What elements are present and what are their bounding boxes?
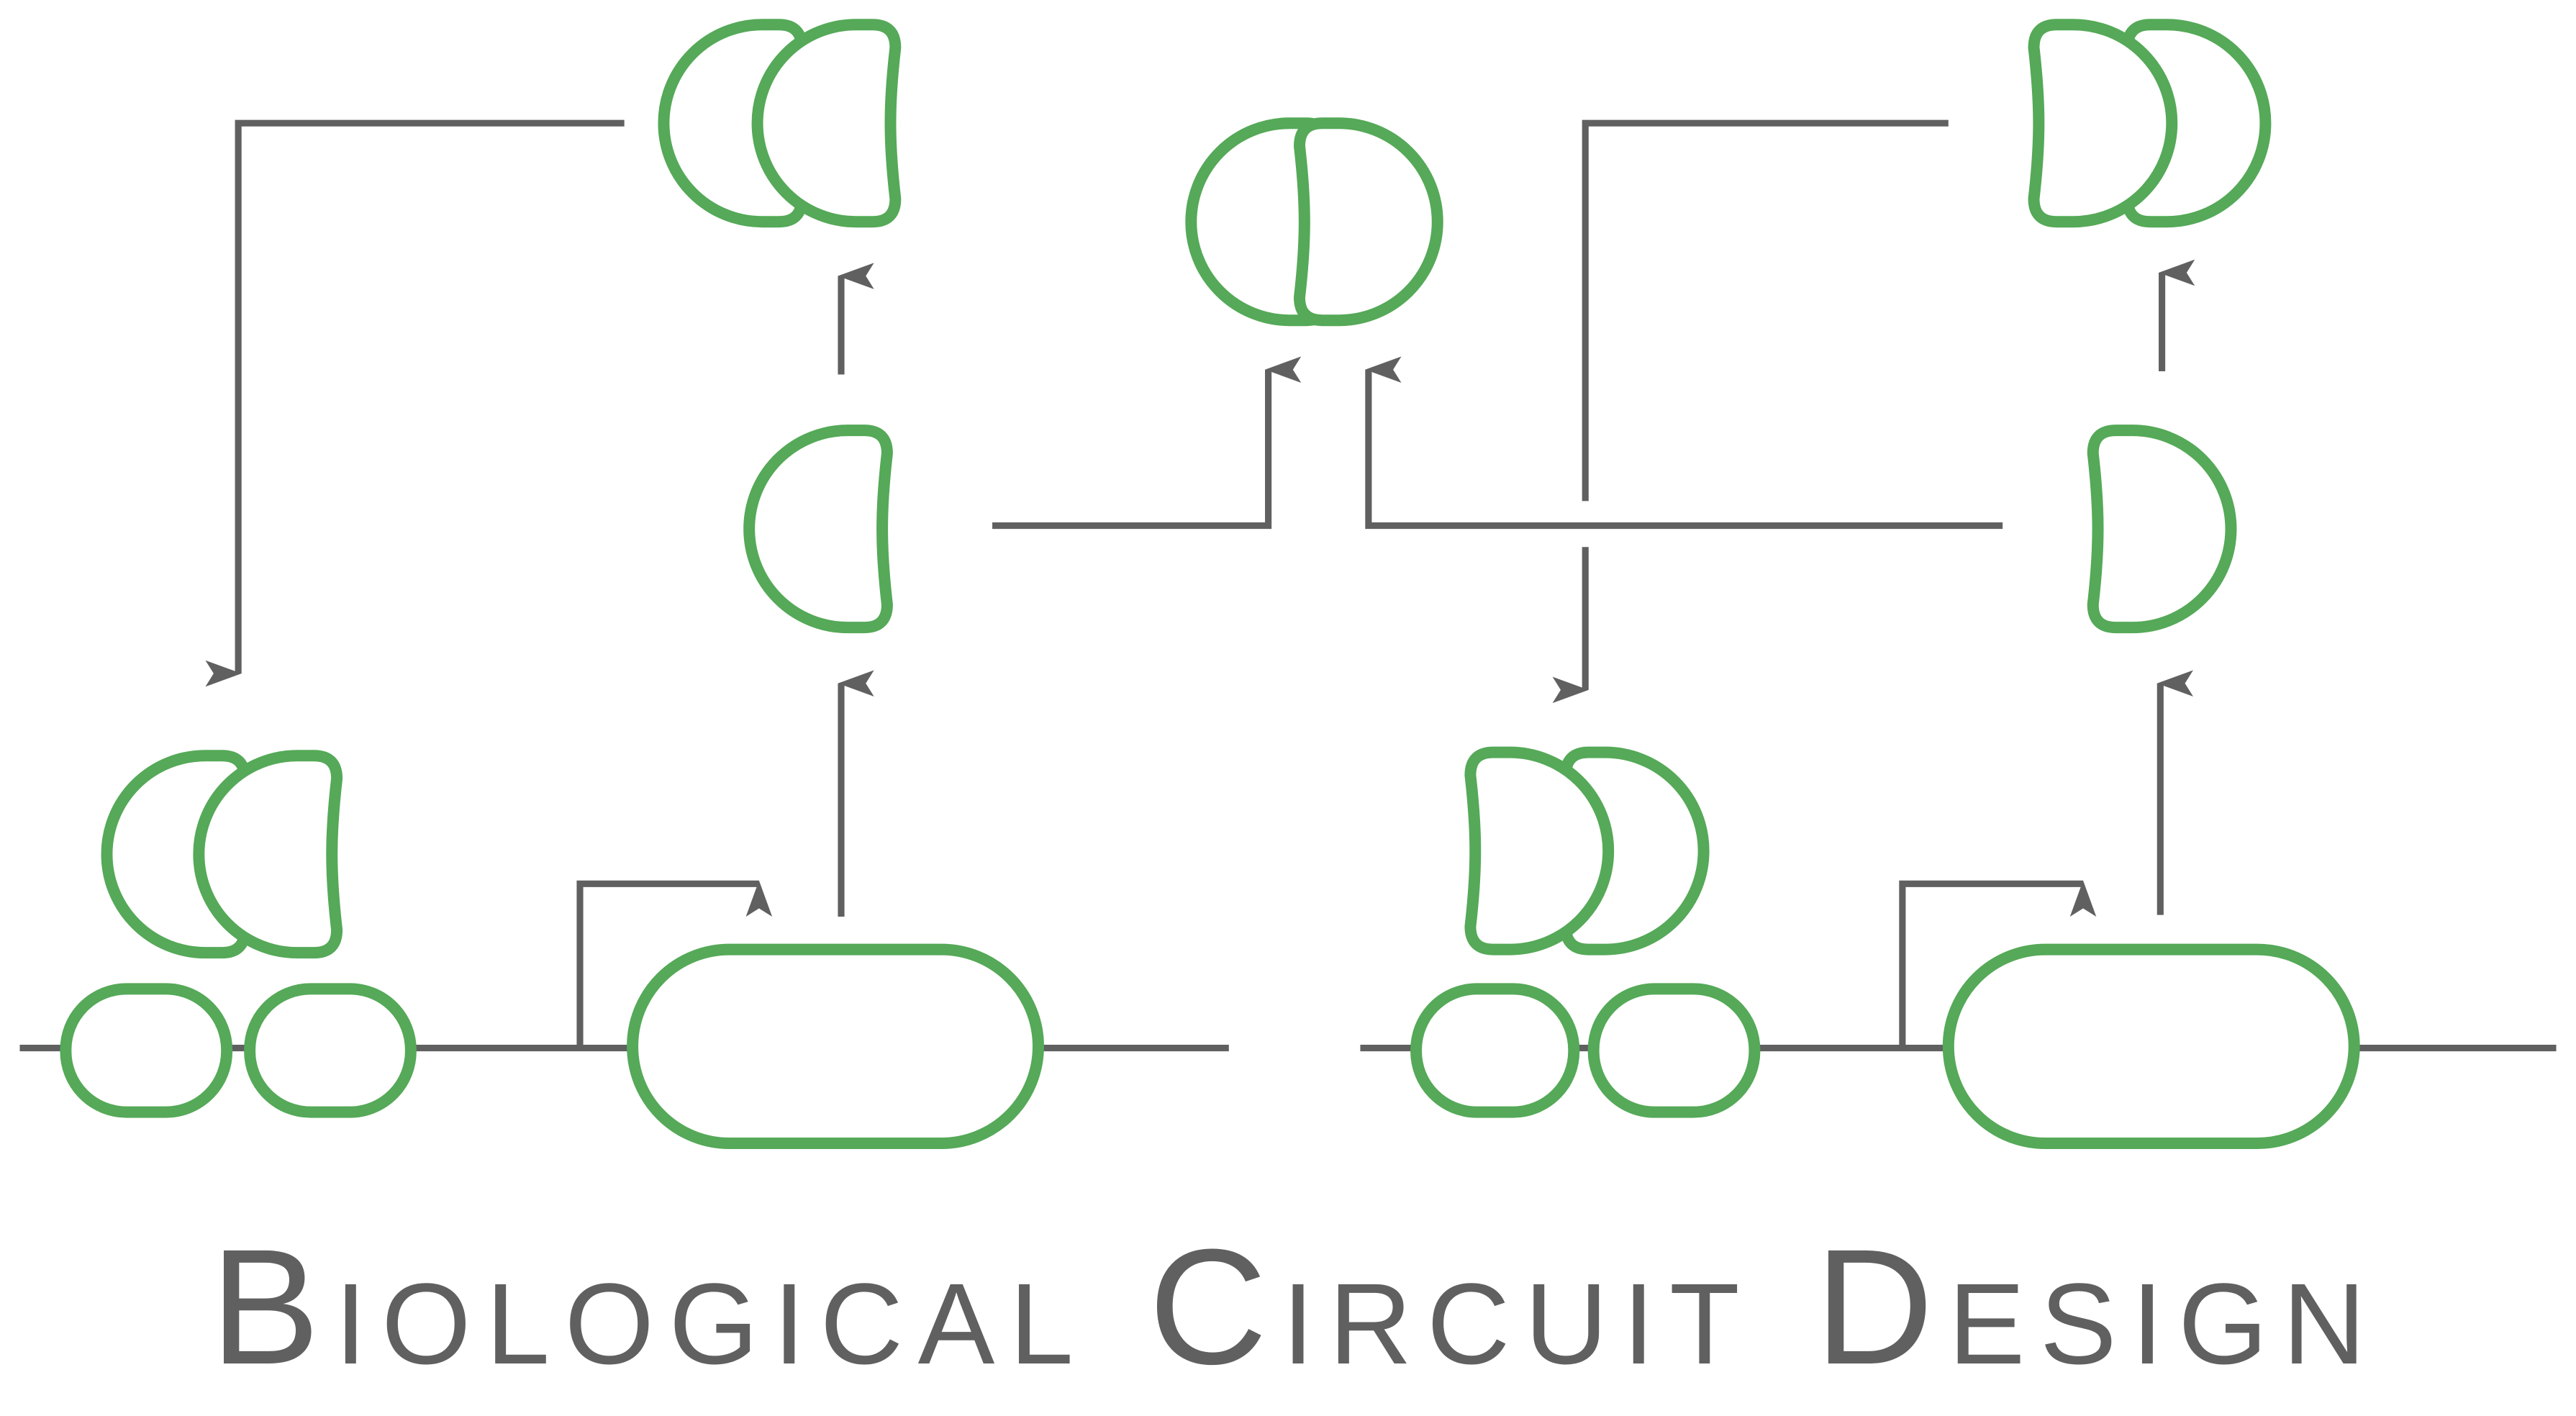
homodimer-bound-right xyxy=(1470,753,1703,950)
heterodimer-line-left xyxy=(992,356,1302,530)
feedback-line-left xyxy=(205,119,625,687)
operator-right-2 xyxy=(1587,983,1761,1118)
heterodimer-center xyxy=(1191,123,1437,320)
monomer-right xyxy=(2093,430,2231,627)
gene-left xyxy=(627,943,1044,1150)
feedback-line-right-top xyxy=(1582,119,1949,502)
monomer-left xyxy=(749,430,887,627)
diagram-title: Biological Circuit Design xyxy=(210,1215,2365,1399)
homodimer-bound-left xyxy=(106,755,337,953)
gene-right xyxy=(1942,943,2360,1150)
promoter-left-icon xyxy=(576,880,773,1048)
operator-left-2 xyxy=(244,983,417,1118)
operator-left-1 xyxy=(60,983,233,1118)
promoter-right-icon xyxy=(1899,880,2097,1048)
operator-right-1 xyxy=(1410,983,1580,1118)
heterodimer-line-right xyxy=(1365,356,2003,530)
homodimer-top-left xyxy=(663,24,895,222)
homodimer-top-right xyxy=(2034,24,2266,222)
